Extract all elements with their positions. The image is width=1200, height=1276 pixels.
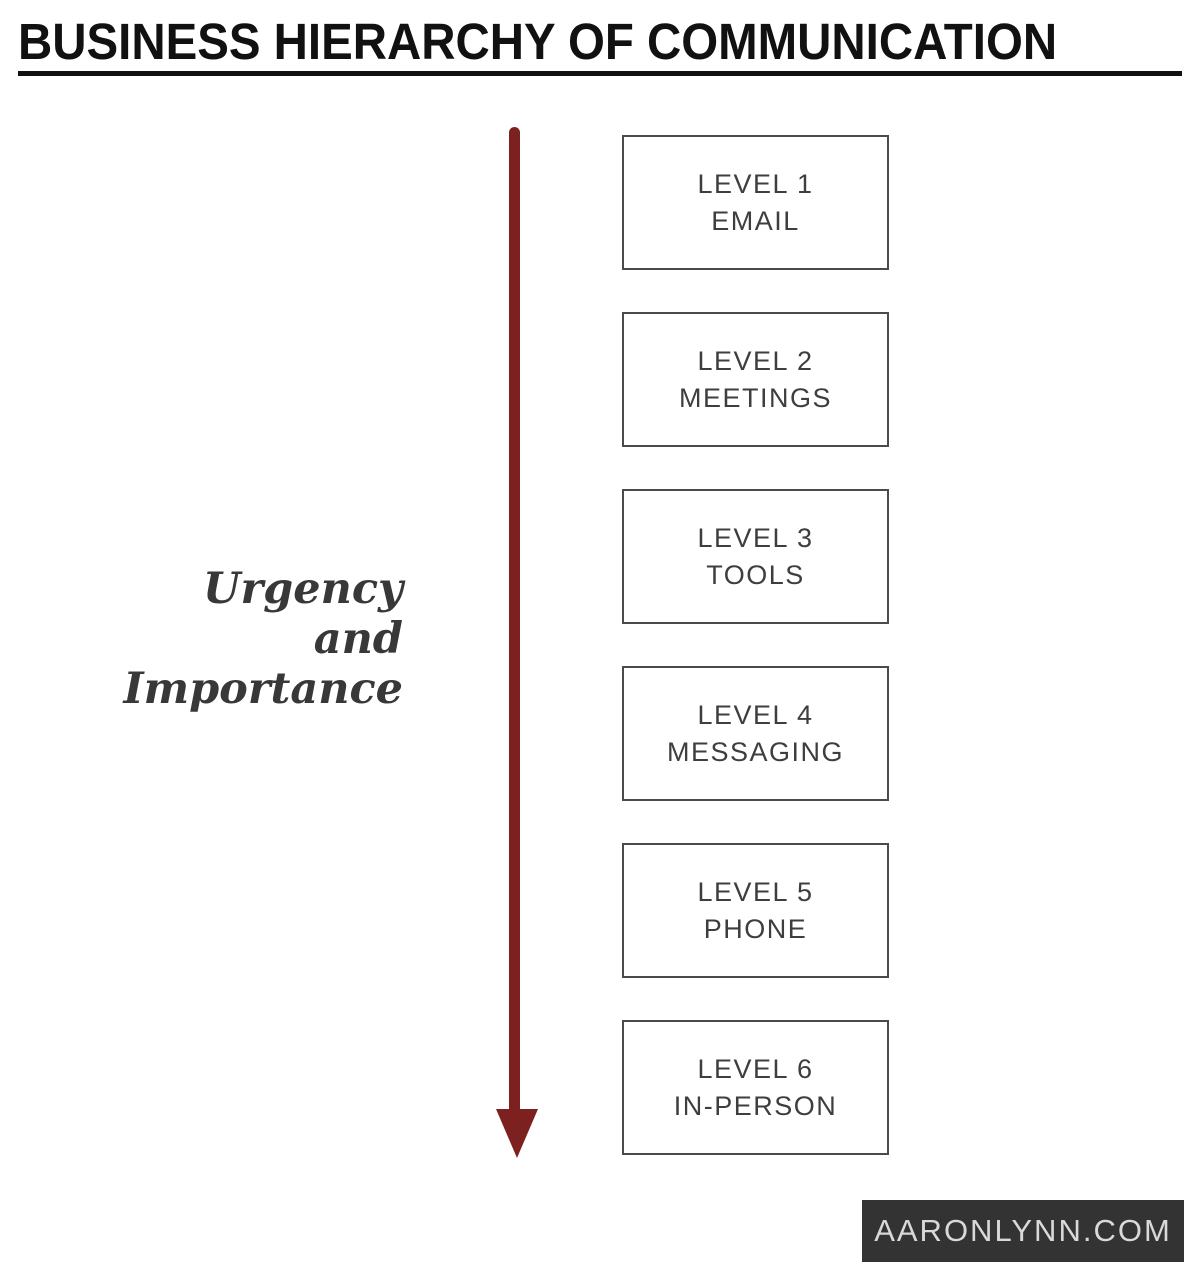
level-box-3: LEVEL 3 TOOLS — [622, 489, 889, 624]
page-title: BUSINESS HIERARCHY OF COMMUNICATION — [18, 13, 1058, 70]
level-box-1: LEVEL 1 EMAIL — [622, 135, 889, 270]
level-box-4: LEVEL 4 MESSAGING — [622, 666, 889, 801]
level-5-number: LEVEL 5 — [697, 876, 814, 907]
level-2-number: LEVEL 2 — [697, 345, 814, 376]
urgency-axis-label: Urgency and Importance — [100, 564, 403, 714]
level-box-2: LEVEL 2 MEETINGS — [622, 312, 889, 447]
level-1-channel: EMAIL — [711, 205, 800, 236]
level-4-channel: MESSAGING — [666, 736, 845, 767]
level-3-channel: TOOLS — [706, 559, 805, 590]
level-1-number: LEVEL 1 — [697, 168, 814, 199]
level-5-channel: PHONE — [703, 913, 808, 944]
watermark-badge: AARONLYNN.COM — [862, 1200, 1184, 1262]
urgency-label-line-3: Importance — [123, 664, 403, 714]
level-2-channel: MEETINGS — [678, 382, 832, 413]
down-arrow-icon — [496, 1109, 538, 1158]
level-4-number: LEVEL 4 — [697, 699, 814, 730]
level-3-number: LEVEL 3 — [697, 522, 814, 553]
level-box-6: LEVEL 6 IN-PERSON — [622, 1020, 889, 1155]
urgency-label-line-1: Urgency — [202, 564, 403, 614]
watermark-text: AARONLYNN.COM — [874, 1213, 1172, 1248]
urgency-label-line-2: and — [313, 614, 403, 664]
level-6-channel: IN-PERSON — [673, 1090, 838, 1121]
urgency-arrow-shaft — [509, 127, 520, 1113]
level-6-number: LEVEL 6 — [697, 1053, 814, 1084]
title-underline — [18, 71, 1182, 76]
level-box-5: LEVEL 5 PHONE — [622, 843, 889, 978]
